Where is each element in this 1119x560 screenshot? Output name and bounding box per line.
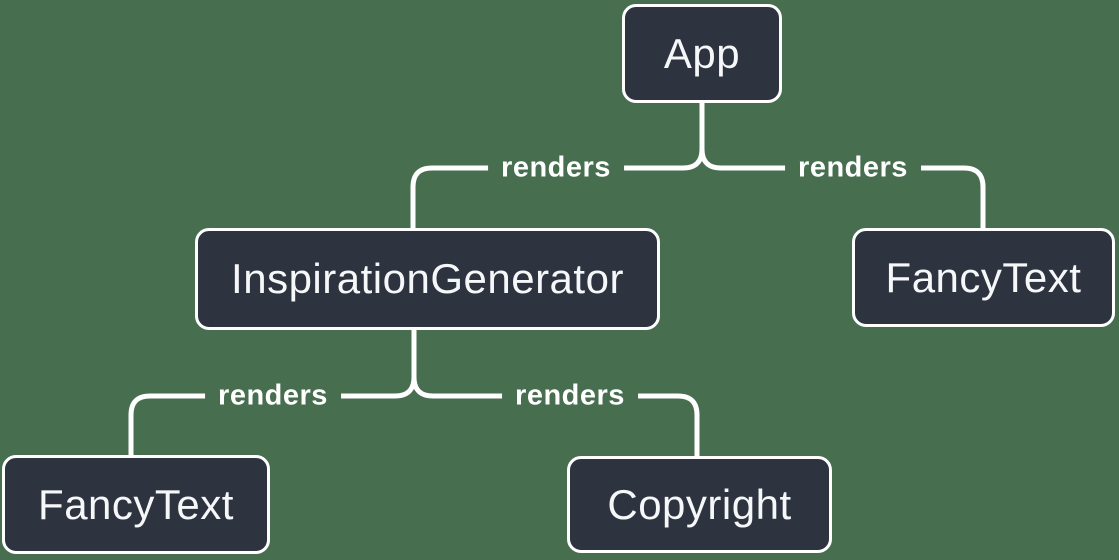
node-fancy-text-right-label: FancyText [885,253,1082,301]
node-fancy-text-left-label: FancyText [38,480,234,528]
edge-line-inspirationgenerator-copyright [411,374,700,459]
node-fancy-text-right: FancyText [852,228,1115,327]
node-fancy-text-left: FancyText [2,455,270,554]
node-app: App [622,4,782,103]
edge-line-app-fancytext [699,146,986,231]
node-inspiration-generator-label: InspirationGenerator [231,255,624,302]
edge-label-renders-inspirationgenerator-fancytext: renders [205,377,341,415]
edge-label-renders-app-inspirationgenerator: renders [488,149,624,187]
node-app-label: App [663,29,741,77]
node-copyright-label: Copyright [607,480,792,528]
node-inspiration-generator: InspirationGenerator [195,228,660,330]
edge-label-renders-inspirationgenerator-copyright: renders [502,377,638,415]
edge-label-renders-app-fancytext: renders [785,149,921,187]
node-copyright: Copyright [567,456,832,553]
